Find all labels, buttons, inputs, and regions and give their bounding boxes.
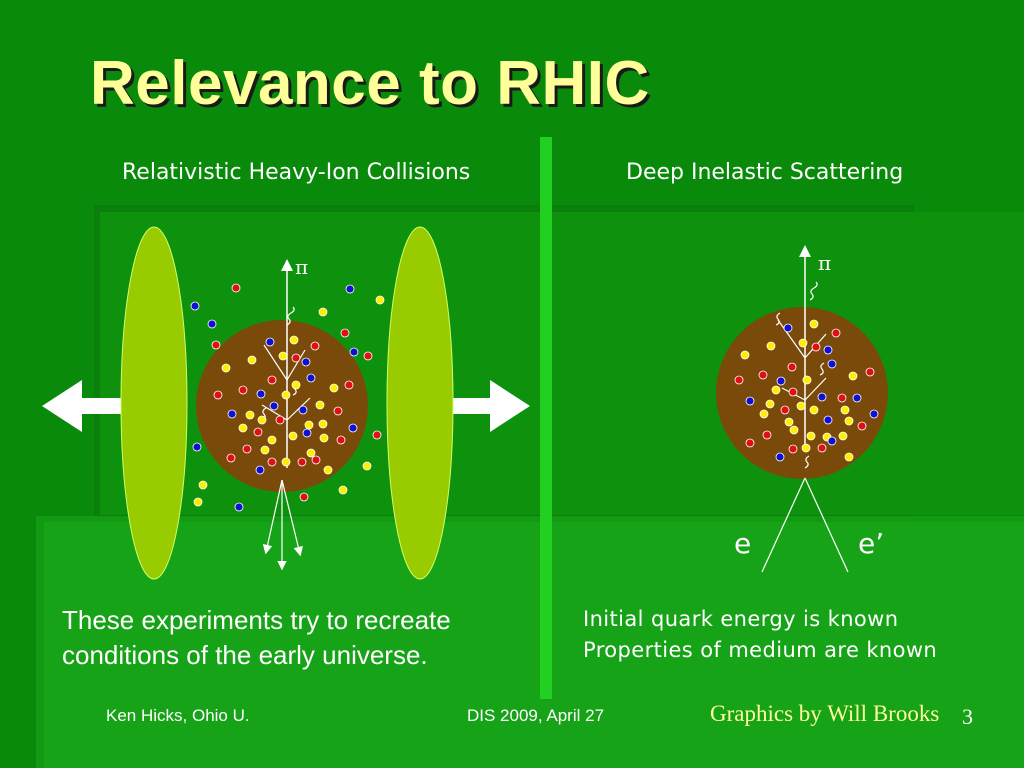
right-caption-line-2: Properties of medium are known bbox=[583, 638, 938, 662]
background-panel-lower-inner bbox=[44, 522, 1024, 768]
left-caption-line-1: These experiments try to recreate bbox=[62, 605, 451, 635]
electron-in-label: e bbox=[734, 527, 751, 560]
footer-author: Ken Hicks, Ohio U. bbox=[106, 706, 250, 725]
left-arrow-icon bbox=[42, 380, 126, 432]
heavy-ion-diagram: π bbox=[42, 226, 530, 580]
left-heading: Relativistic Heavy-Ion Collisions bbox=[122, 160, 471, 185]
dis-diagram: π e e’ bbox=[716, 245, 888, 573]
right-arrow-icon bbox=[446, 380, 530, 432]
vertical-divider bbox=[540, 137, 552, 699]
left-nucleus-disk bbox=[120, 226, 188, 580]
slide-title: Relevance to RHIC bbox=[90, 49, 650, 118]
left-quarks bbox=[190, 283, 385, 512]
left-medium-blob bbox=[196, 320, 368, 492]
graphics-credit: Graphics by Will Brooks bbox=[710, 701, 940, 726]
right-pion-label: π bbox=[818, 251, 831, 275]
right-caption-line-1: Initial quark energy is known bbox=[583, 607, 899, 631]
left-pion-label: π bbox=[295, 255, 308, 279]
footer-event: DIS 2009, April 27 bbox=[467, 706, 605, 725]
page-number: 3 bbox=[962, 704, 973, 729]
right-medium-blob bbox=[716, 307, 888, 479]
right-quarks bbox=[734, 319, 879, 462]
right-caption: Initial quark energy is known Properties… bbox=[583, 604, 937, 666]
electron-out-label: e’ bbox=[858, 527, 884, 560]
right-heading: Deep Inelastic Scattering bbox=[626, 160, 904, 185]
left-caption: These experiments try to recreate condit… bbox=[62, 603, 451, 673]
right-nucleus-disk bbox=[386, 226, 454, 580]
left-caption-line-2: conditions of the early universe. bbox=[62, 640, 428, 670]
